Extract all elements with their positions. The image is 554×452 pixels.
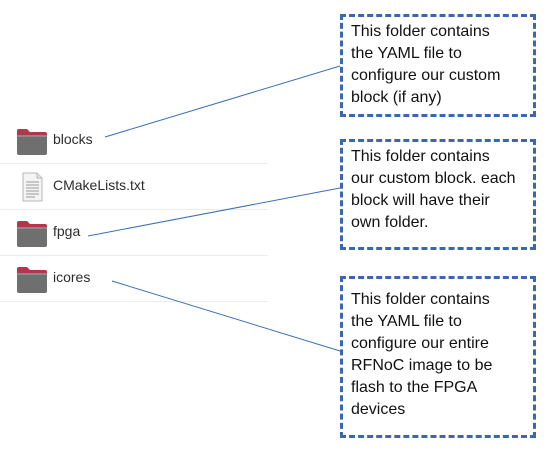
- file-name: blocks: [53, 131, 93, 147]
- callout-fpga-description: This folder contains our custom block. e…: [340, 139, 536, 250]
- folder-icon: [17, 129, 47, 155]
- folder-icon: [17, 267, 47, 293]
- file-item-fpga[interactable]: fpga: [0, 210, 268, 256]
- file-name: fpga: [53, 223, 81, 239]
- text-file-icon: [22, 172, 43, 202]
- file-list: blocks CMakeLists.txt fpga icores: [0, 118, 268, 304]
- file-item-icores[interactable]: icores: [0, 256, 268, 302]
- file-name: icores: [53, 269, 91, 285]
- file-item-cmakelists[interactable]: CMakeLists.txt: [0, 164, 268, 210]
- callout-blocks-description: This folder contains the YAML file to co…: [340, 14, 536, 117]
- file-item-blocks[interactable]: blocks: [0, 118, 268, 164]
- file-name: CMakeLists.txt: [53, 177, 145, 193]
- folder-icon: [17, 221, 47, 247]
- callout-icores-description: This folder contains the YAML file to co…: [340, 276, 536, 438]
